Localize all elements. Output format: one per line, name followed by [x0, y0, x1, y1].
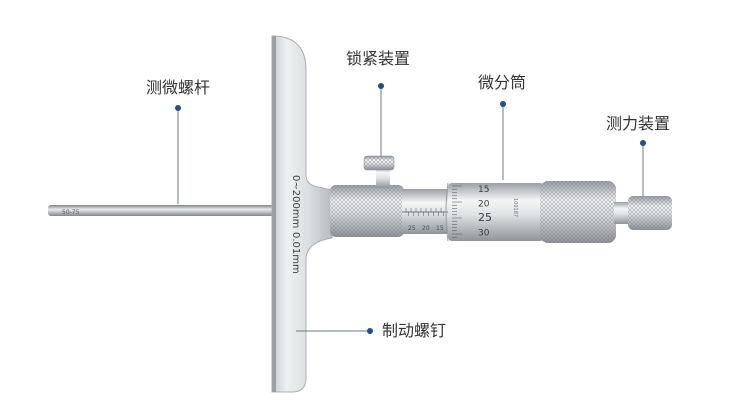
base: 0~200mm 0.01mm [271, 35, 333, 393]
label-lock-device: 锁紧装置 [346, 49, 411, 68]
rod-marker [175, 105, 181, 111]
ratchet [614, 196, 672, 230]
thimble-scale-number: 15 [478, 185, 489, 195]
thimble-marker [500, 101, 506, 107]
thimble-marking: 100187 [512, 198, 518, 217]
screw-marker [367, 328, 373, 334]
lock-marker [378, 83, 384, 89]
label-measuring-rod: 测微螺杆 [146, 78, 211, 97]
rod-marking: 50-75 [62, 209, 80, 216]
sleeve-scale-number: 20 [422, 225, 430, 232]
sleeve-scale: 25 20 15 [408, 225, 444, 232]
knurled-grip [540, 181, 616, 243]
label-ratchet: 测力装置 [606, 114, 671, 133]
measuring-rod: 50-75 [48, 205, 278, 216]
lock-knob [363, 155, 395, 188]
thimble-scale-number: 25 [478, 211, 492, 224]
ratchet-marker [640, 140, 646, 146]
sleeve-scale-number: 25 [408, 225, 416, 232]
thimble-scale-number: 30 [478, 229, 490, 239]
label-thimble: 微分筒 [478, 73, 527, 92]
label-brake-screw: 制动螺钉 [382, 321, 447, 340]
thimble-scale-number: 20 [478, 200, 490, 210]
base-marking-range: 0~200mm [290, 175, 301, 228]
callouts [175, 83, 646, 334]
base-marking-resolution: 0.01mm [290, 232, 301, 274]
collar [330, 185, 404, 237]
sleeve-scale-number: 15 [436, 225, 444, 232]
sleeve: 25 20 15 [402, 189, 454, 234]
